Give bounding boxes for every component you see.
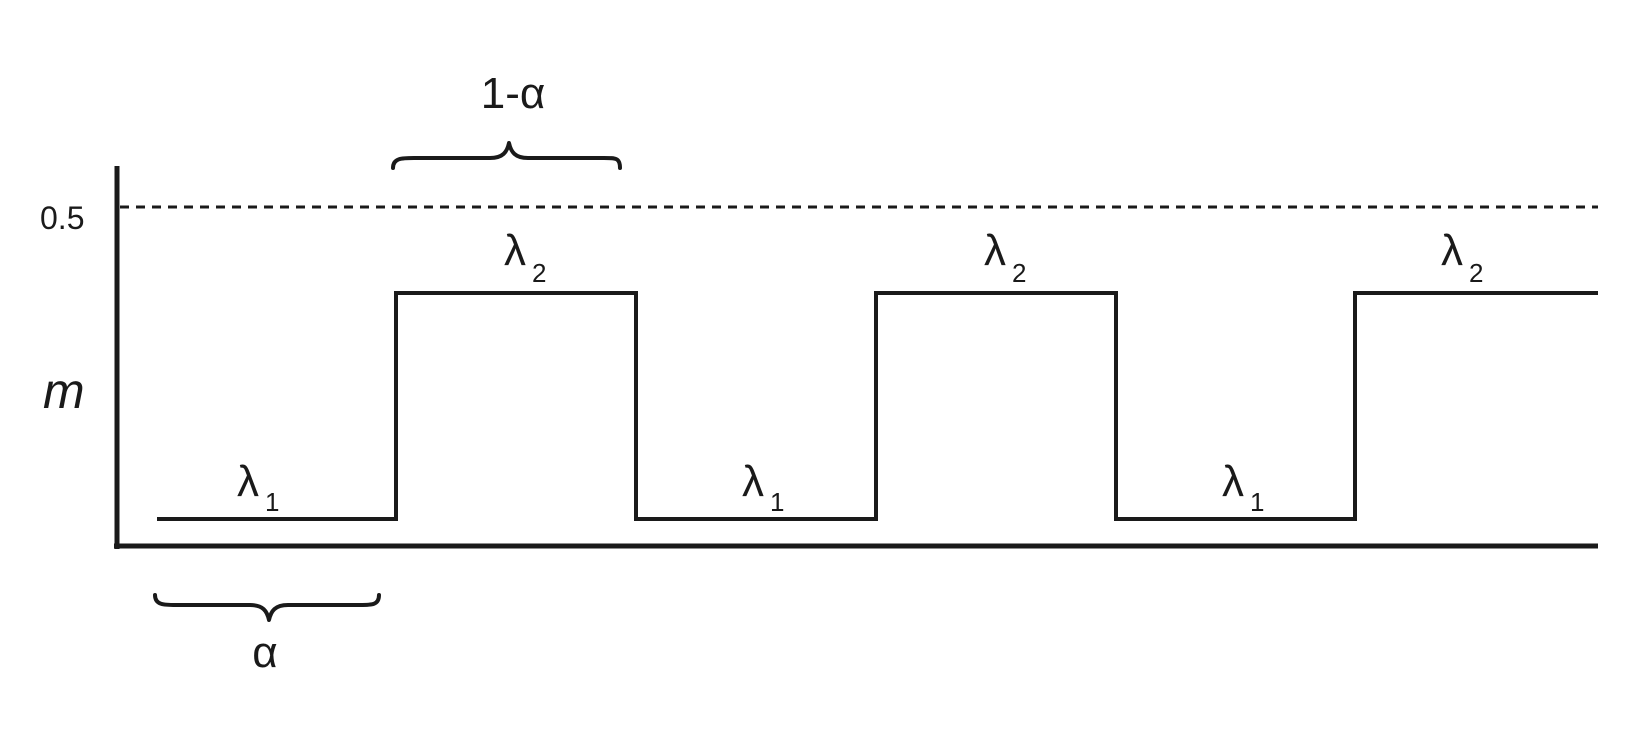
bottom-curly-brace <box>153 593 381 622</box>
segment-label-2: λ 2 <box>504 226 546 288</box>
top-curly-brace <box>391 141 622 170</box>
lambda-subscript: 2 <box>1012 258 1026 288</box>
y-axis-label: m <box>43 363 85 419</box>
lambda-symbol: λ <box>237 457 259 506</box>
bottom-brace-label: α <box>252 628 277 677</box>
lambda-symbol: λ <box>1222 457 1244 506</box>
lambda-subscript: 1 <box>770 487 784 517</box>
lambda-subscript: 1 <box>1250 487 1264 517</box>
segment-label-6: λ 2 <box>1441 226 1483 288</box>
threshold-tick-label: 0.5 <box>40 200 84 236</box>
lambda-subscript: 2 <box>1469 258 1483 288</box>
lambda-symbol: λ <box>504 226 526 275</box>
lambda-symbol: λ <box>742 457 764 506</box>
lambda-symbol: λ <box>984 226 1006 275</box>
square-wave-line <box>157 291 1598 521</box>
lambda-symbol: λ <box>1441 226 1463 275</box>
segment-label-4: λ 2 <box>984 226 1026 288</box>
lambda-subscript: 2 <box>532 258 546 288</box>
lambda-subscript: 1 <box>265 487 279 517</box>
segment-label-5: λ 1 <box>1222 457 1264 517</box>
top-brace-label: 1-α <box>481 69 546 118</box>
segment-label-3: λ 1 <box>742 457 784 517</box>
segment-label-1: λ 1 <box>237 457 279 517</box>
